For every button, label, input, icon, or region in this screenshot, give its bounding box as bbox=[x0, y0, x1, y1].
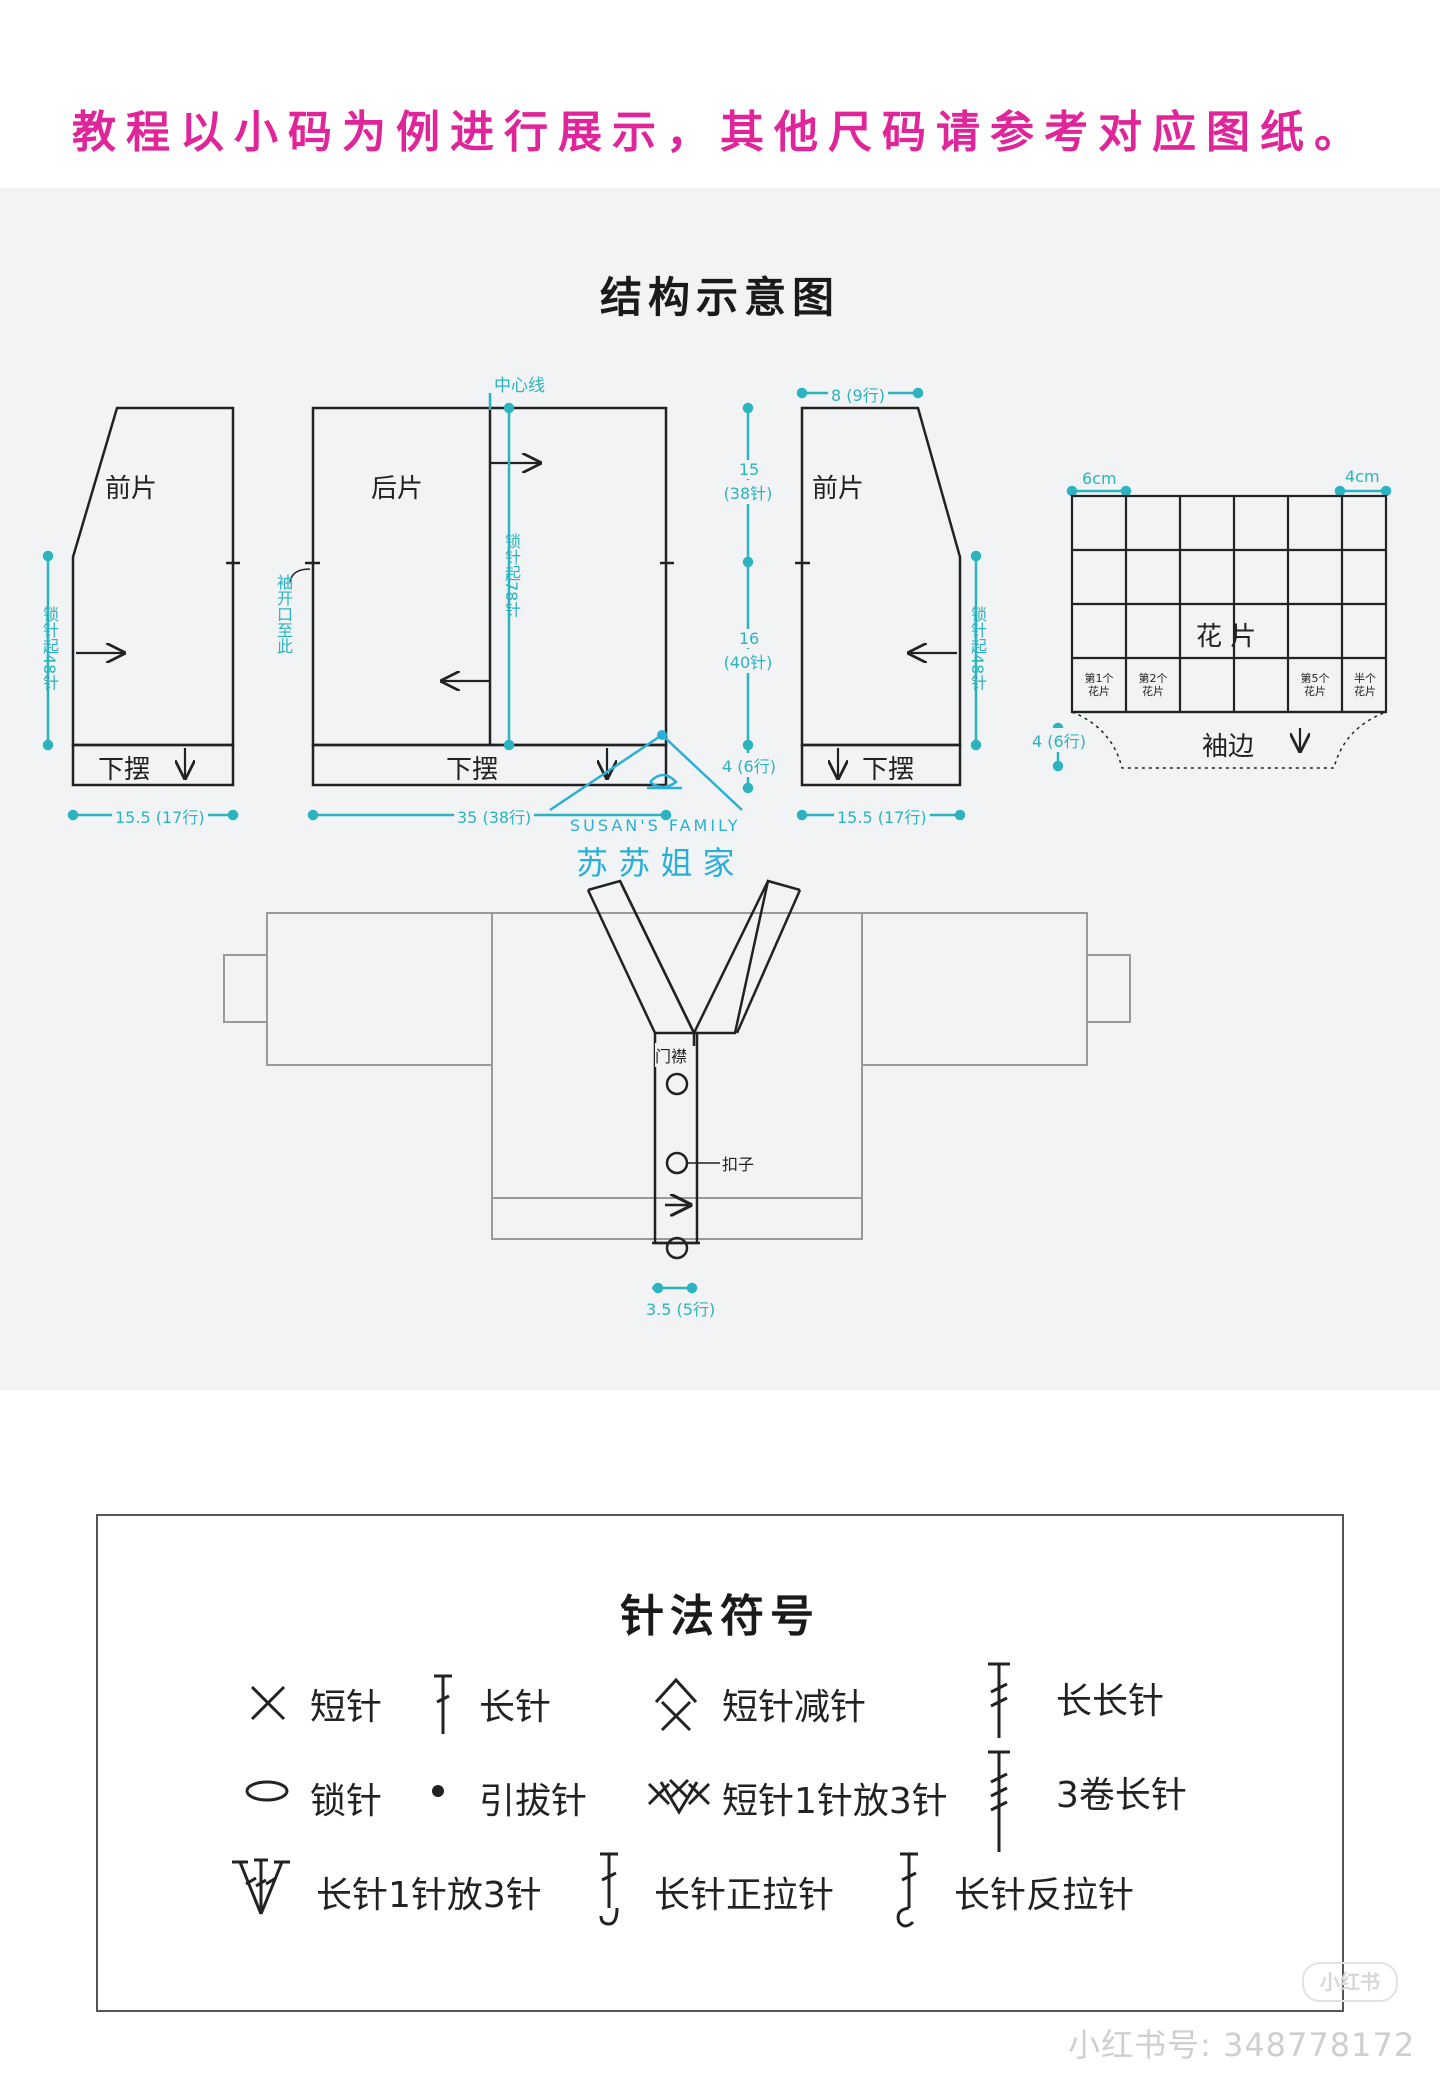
label-dim-top: 8 (9行) bbox=[828, 382, 888, 406]
stitch-legend: 针法符号 短针 长针 短针减针 长长针 锁针 引拔针 短针1针放3针 3卷长针 bbox=[96, 1514, 1344, 2012]
label-band-width: 3.5 (5行) bbox=[646, 1300, 716, 1319]
label-motif-5: 第5个花片 bbox=[1300, 672, 1330, 698]
label-motif-2: 第2个花片 bbox=[1138, 672, 1168, 698]
button-band bbox=[586, 879, 802, 1260]
legend-label: 锁针 bbox=[310, 1781, 383, 1822]
legend-label: 短针减针 bbox=[722, 1687, 867, 1728]
label-dim-15-rows: (38针) bbox=[720, 480, 776, 504]
legend-label: 引拔针 bbox=[479, 1781, 588, 1822]
front-right-piece bbox=[800, 406, 962, 747]
label-dim-back-width: 35 (38行) bbox=[454, 804, 535, 828]
label-dim-15: 15 bbox=[734, 460, 764, 479]
brand-cn: 苏 苏 姐 家 bbox=[576, 844, 735, 882]
legend-title: 针法符号 bbox=[620, 1591, 820, 1642]
triple-crochet-icon bbox=[988, 1662, 1010, 1738]
label-button-band: 门襟 bbox=[655, 1043, 688, 1067]
garment-diagram bbox=[42, 387, 1392, 1294]
structure-diagram-panel: 结构示意图 bbox=[0, 188, 1440, 1390]
cardigan-sketch bbox=[223, 912, 1131, 1240]
label-cuff-rows: 4 (6行) bbox=[1032, 728, 1086, 752]
legend-label: 长长针 bbox=[1056, 1681, 1165, 1722]
slip-stitch-dot-icon bbox=[432, 1785, 444, 1797]
banner: 教程以小码为例进行展示，其他尺码请参考对应图纸。 bbox=[0, 0, 1440, 188]
label-dim-right-width: 15.5 (17行) bbox=[834, 804, 930, 828]
label-front-left: 前片 bbox=[105, 474, 158, 504]
double-crochet-icon bbox=[434, 1674, 452, 1734]
label-chain-48-right: 锁针起48针 bbox=[968, 606, 987, 691]
sc-3-in-1-icon bbox=[647, 1778, 711, 1815]
front-post-dc-icon bbox=[599, 1852, 619, 1926]
watermark-badge: 小红书 bbox=[1302, 1962, 1398, 2002]
label-dim-4-rows: 4 (6行) bbox=[722, 753, 776, 777]
x-mark-icon bbox=[250, 1685, 286, 1721]
legend-label: 短针 bbox=[310, 1687, 383, 1728]
legend-label: 长针正拉针 bbox=[654, 1875, 835, 1916]
label-chain-78: 锁针起78针 bbox=[502, 533, 521, 618]
back-post-dc-icon bbox=[896, 1852, 918, 1928]
label-button: 扣子 bbox=[722, 1155, 755, 1174]
label-sleeve-6cm: 6cm bbox=[1082, 469, 1117, 488]
label-dim-16-rows: (40针) bbox=[720, 649, 776, 673]
label-flower-piece: 花 片 bbox=[1196, 622, 1257, 652]
label-dim-left-width: 15.5 (17行) bbox=[112, 804, 208, 828]
sleeve-chart bbox=[1070, 494, 1388, 714]
front-left-piece bbox=[71, 406, 235, 747]
label-center-line: 中心线 bbox=[494, 376, 545, 396]
dc-3-in-1-icon bbox=[232, 1858, 290, 1915]
label-hem-right: 下摆 bbox=[862, 755, 915, 785]
sc-decrease-icon bbox=[654, 1677, 698, 1732]
hem-left bbox=[71, 743, 235, 787]
brand-en: SUSAN'S FAMILY bbox=[570, 816, 741, 835]
label-motif-half: 半个花片 bbox=[1354, 672, 1376, 698]
label-sleeve-4cm: 4cm bbox=[1345, 467, 1380, 486]
label-hem-back: 下摆 bbox=[446, 755, 499, 785]
label-hem-left: 下摆 bbox=[98, 755, 151, 785]
label-sleeve-opening: 袖开口至此 bbox=[274, 574, 293, 654]
legend-label: 长针1针放3针 bbox=[316, 1875, 542, 1916]
diagram-title: 结构示意图 bbox=[599, 273, 840, 322]
chain-oval-icon bbox=[245, 1780, 289, 1802]
label-chain-48-left: 锁针起48针 bbox=[40, 606, 59, 691]
banner-text: 教程以小码为例进行展示，其他尺码请参考对应图纸。 bbox=[72, 107, 1368, 158]
legend-label: 长针 bbox=[479, 1687, 552, 1728]
legend-label: 短针1针放3针 bbox=[722, 1781, 948, 1822]
label-dim-16: 16 bbox=[734, 629, 764, 648]
legend-label: 长针反拉针 bbox=[954, 1875, 1135, 1916]
label-cuff: 袖边 bbox=[1202, 732, 1255, 762]
watermark-id: 小红书号: 348778172 bbox=[1068, 2026, 1416, 2064]
label-motif-1: 第1个花片 bbox=[1084, 672, 1114, 698]
double-treble-icon bbox=[988, 1750, 1010, 1852]
legend-label: 3卷长针 bbox=[1056, 1775, 1187, 1816]
label-back: 后片 bbox=[371, 474, 424, 504]
label-front-right: 前片 bbox=[812, 474, 865, 504]
